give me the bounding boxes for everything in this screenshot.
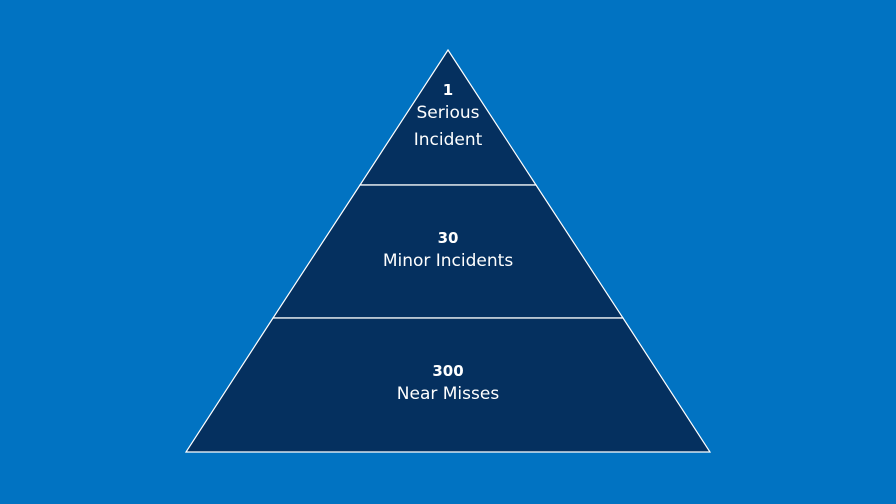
tier-middle-label: Minor Incidents	[382, 251, 514, 271]
tier-bottom-count: 300	[432, 362, 464, 380]
tier-bottom-text: 300 Near Misses	[0, 361, 896, 408]
tier-top-label-line-2: Incident	[413, 130, 483, 150]
tier-middle-count: 30	[437, 229, 459, 247]
tier-top-count: 1	[442, 81, 454, 99]
tier-middle-text: 30 Minor Incidents	[0, 228, 896, 275]
tier-top-label-line-1: Serious	[416, 103, 480, 123]
tier-top-text: 1 Serious Incident	[0, 80, 896, 154]
pyramid-tier-bottom	[184, 317, 712, 453]
tier-bottom-label: Near Misses	[396, 384, 500, 404]
